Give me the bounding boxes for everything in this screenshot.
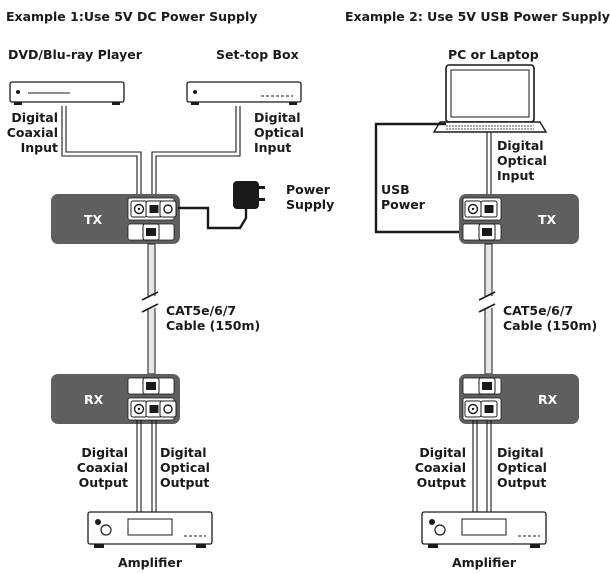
amplifier-icon-ex2 <box>421 511 547 549</box>
example1-title: Example 1:Use 5V DC Power Supply <box>6 9 258 24</box>
set-top-box-icon <box>186 81 302 106</box>
output-cables-ex1 <box>136 420 157 512</box>
rx2-coax-port-icon <box>464 400 482 418</box>
cat-cable-ex1 <box>141 243 159 375</box>
tx-coax-port-icon <box>130 200 148 218</box>
amplifier-label-ex1: Amplifier <box>117 555 183 570</box>
power-supply-icon <box>178 181 265 230</box>
laptop-icon <box>432 64 548 133</box>
example2-title: Example 2: Use 5V USB Power Supply <box>345 9 610 24</box>
cat-cable-ex2 <box>478 243 496 375</box>
dvd-player-label: DVD/Blu-ray Player <box>8 47 142 62</box>
amplifier-icon-ex1 <box>87 511 213 549</box>
tx2-coax-port-icon <box>464 200 482 218</box>
rx-label-ex1: RX <box>84 392 104 407</box>
tx2-optical-port-icon <box>480 200 498 218</box>
rx-rj45-port-icon <box>142 377 160 395</box>
amplifier-label-ex2: Amplifier <box>451 555 517 570</box>
set-top-box-label: Set-top Box <box>216 47 299 62</box>
dvd-bluray-player-icon <box>9 81 125 106</box>
tx-dc-port-icon <box>159 200 177 218</box>
rx-coax-port-icon <box>130 400 148 418</box>
output-cables-ex2 <box>472 420 492 512</box>
pc-laptop-label: PC or Laptop <box>448 47 539 62</box>
tx-label-ex1: TX <box>84 212 103 227</box>
tx-rj45-port-icon <box>142 223 160 241</box>
usb-cable <box>374 122 468 234</box>
source-cable-ex2 <box>486 132 492 196</box>
rx2-rj45-port-icon <box>478 377 496 395</box>
rx-label-ex2: RX <box>538 392 558 407</box>
source-cables-ex1 <box>61 106 241 196</box>
rx-dc-port-icon <box>159 400 177 418</box>
tx2-rj45-port-icon <box>478 223 496 241</box>
rx2-optical-port-icon <box>480 400 498 418</box>
tx-label-ex2: TX <box>538 212 557 227</box>
